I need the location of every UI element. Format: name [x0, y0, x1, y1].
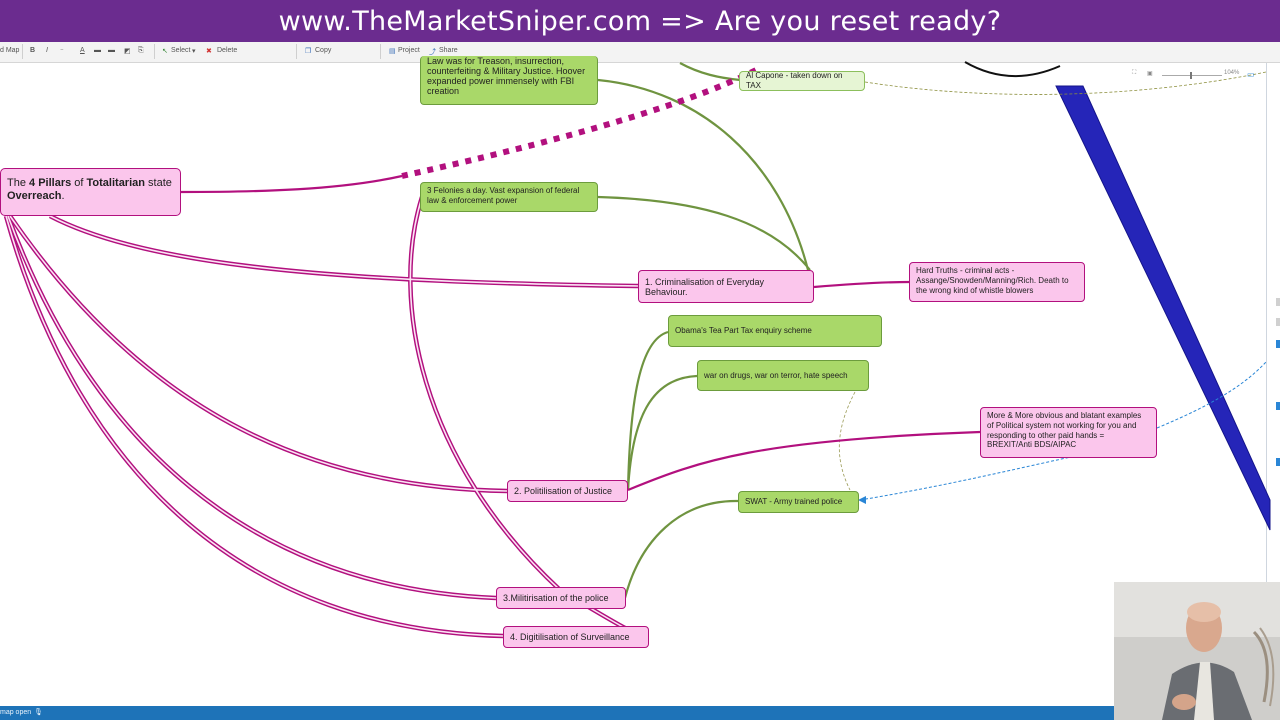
root-bold-text: Totalitarian	[86, 177, 145, 189]
zoom-level: 104%	[1224, 70, 1240, 76]
swat-text: SWAT - Army trained police	[745, 497, 843, 506]
crim-hardtruths-link	[813, 280, 910, 289]
highlight-icon[interactable]: ▬	[94, 47, 101, 54]
toolbar-divider	[296, 44, 297, 59]
police-node[interactable]: 3.Militirisation of the police	[496, 587, 626, 609]
banner-text: www.TheMarketSniper.com => Are you reset…	[278, 5, 1002, 37]
root-police-link	[5, 215, 497, 601]
font-color-icon[interactable]: A	[80, 47, 85, 54]
war-swat-dashed-link	[838, 391, 856, 491]
political-node[interactable]: More & More obvious and blatant examples…	[980, 407, 1157, 458]
toolbar-divider	[154, 44, 155, 59]
format-icon[interactable]: ⎘	[138, 47, 144, 54]
toolbar: d Map B I ⁻ A ▬ ▬ ◩ ⎘ ↖ Select ▾ ✖ Delet…	[0, 42, 1280, 63]
hoover-text: Law was for Treason, insurrection, count…	[427, 56, 586, 96]
obama-text: Obama's Tea Part Tax enquiry scheme	[675, 326, 812, 335]
presenter-image	[1114, 582, 1280, 720]
fill-color-icon[interactable]: ◩	[124, 48, 131, 55]
zoom-slider[interactable]	[1162, 75, 1222, 76]
root-node[interactable]: The 4 Pillars of Totalitarian state Over…	[0, 168, 181, 216]
police-text: 3.Militirisation of the police	[503, 593, 609, 603]
webcam-video	[1114, 582, 1280, 720]
side-handle-icon	[1276, 298, 1280, 306]
map-menu[interactable]: d Map	[0, 47, 20, 54]
italic-button[interactable]: I	[46, 47, 48, 54]
root-text: of	[71, 177, 87, 189]
copy-button[interactable]: Copy	[315, 47, 332, 54]
felonies-police-link	[408, 196, 562, 592]
war-on-node[interactable]: war on drugs, war on terror, hate speech	[697, 360, 869, 391]
status-text: map open	[0, 709, 32, 716]
zoom-slider-handle[interactable]	[1190, 72, 1192, 79]
side-handle-icon	[1276, 318, 1280, 326]
hard-truths-text: Hard Truths - criminal acts - Assange/Sn…	[916, 266, 1069, 295]
side-handle-icon	[1276, 340, 1280, 348]
chevron-down-icon[interactable]: ▾	[192, 48, 196, 55]
criminalisation-node[interactable]: 1. Criminalisation of Everyday Behaviour…	[638, 270, 814, 303]
justice-text: 2. Politilisation of Justice	[514, 486, 613, 496]
hoover-link	[597, 78, 810, 271]
select-button[interactable]: Select	[171, 47, 191, 54]
root-bold-text: Overreach	[7, 190, 62, 202]
capone-dashed-link	[864, 71, 1267, 95]
felonies-link	[597, 195, 811, 271]
share-button[interactable]: Share	[439, 47, 458, 54]
surveillance-node[interactable]: 4. Digitilisation of Surveillance	[503, 626, 649, 648]
arrow-head-icon	[858, 496, 866, 504]
blue-bar-shape	[1055, 85, 1271, 531]
project-icon: ▤	[389, 48, 396, 55]
root-text: .	[61, 190, 65, 202]
justice-obama-link	[626, 330, 669, 491]
map-canvas[interactable]	[0, 63, 1267, 706]
delete-icon: ✖	[206, 48, 212, 55]
side-handle-icon	[1276, 402, 1280, 410]
select-icon: ↖	[162, 48, 168, 55]
root-text: The	[7, 177, 30, 189]
felonies-text: 3 Felonies a day. Vast expansion of fede…	[427, 186, 580, 205]
copy-icon: ❐	[305, 48, 312, 55]
root-justice-link	[8, 214, 508, 494]
capone-link	[679, 62, 741, 82]
justice-war-link	[626, 374, 698, 491]
capone-node[interactable]: Al Capone - taken down on TAX	[739, 71, 865, 91]
swat-dashed-link	[859, 454, 1081, 501]
overview-icon[interactable]: ▭	[1247, 70, 1255, 79]
hoover-node[interactable]: Law was for Treason, insurrection, count…	[420, 56, 598, 105]
fullscreen-icon[interactable]: ▣	[1147, 71, 1153, 77]
war-on-text: war on drugs, war on terror, hate speech	[704, 370, 848, 380]
swat-node[interactable]: SWAT - Army trained police	[738, 491, 859, 513]
delete-button[interactable]: Delete	[217, 47, 238, 54]
root-bold-text: 4 Pillars	[29, 177, 72, 189]
root-capone-dashed-link	[401, 65, 762, 179]
justice-political-link	[627, 430, 981, 492]
political-dashed-link	[1156, 361, 1267, 429]
side-handle-icon	[1276, 458, 1280, 466]
status-bar: map open 🎙	[0, 706, 1280, 720]
justice-node[interactable]: 2. Politilisation of Justice	[507, 480, 628, 502]
project-button[interactable]: Project	[398, 47, 420, 54]
share-icon: ⤴	[429, 49, 436, 56]
political-text: More & More obvious and blatant examples…	[987, 411, 1142, 450]
partial-circle-shape	[964, 61, 1061, 78]
fit-icon[interactable]: ⛶	[1132, 70, 1137, 76]
hard-truths-node[interactable]: Hard Truths - criminal acts - Assange/Sn…	[909, 262, 1085, 302]
strikethrough-icon[interactable]: ⁻	[60, 48, 64, 55]
root-dotted-link-start	[180, 174, 403, 194]
line-color-icon[interactable]: ▬	[108, 47, 115, 54]
promo-banner: www.TheMarketSniper.com => Are you reset…	[0, 0, 1280, 42]
capone-text: Al Capone - taken down on TAX	[746, 71, 843, 90]
surveillance-text: 4. Digitilisation of Surveillance	[510, 632, 630, 642]
obama-node[interactable]: Obama's Tea Part Tax enquiry scheme	[668, 315, 882, 347]
toolbar-divider	[22, 44, 23, 59]
toolbar-divider	[380, 44, 381, 59]
bold-button[interactable]: B	[30, 47, 36, 54]
criminalisation-text: 1. Criminalisation of Everyday Behaviour…	[645, 276, 765, 297]
root-text: state	[145, 177, 172, 189]
microphone-icon: 🎙	[34, 709, 43, 716]
felonies-node[interactable]: 3 Felonies a day. Vast expansion of fede…	[420, 182, 598, 212]
police-swat-link	[623, 499, 739, 599]
